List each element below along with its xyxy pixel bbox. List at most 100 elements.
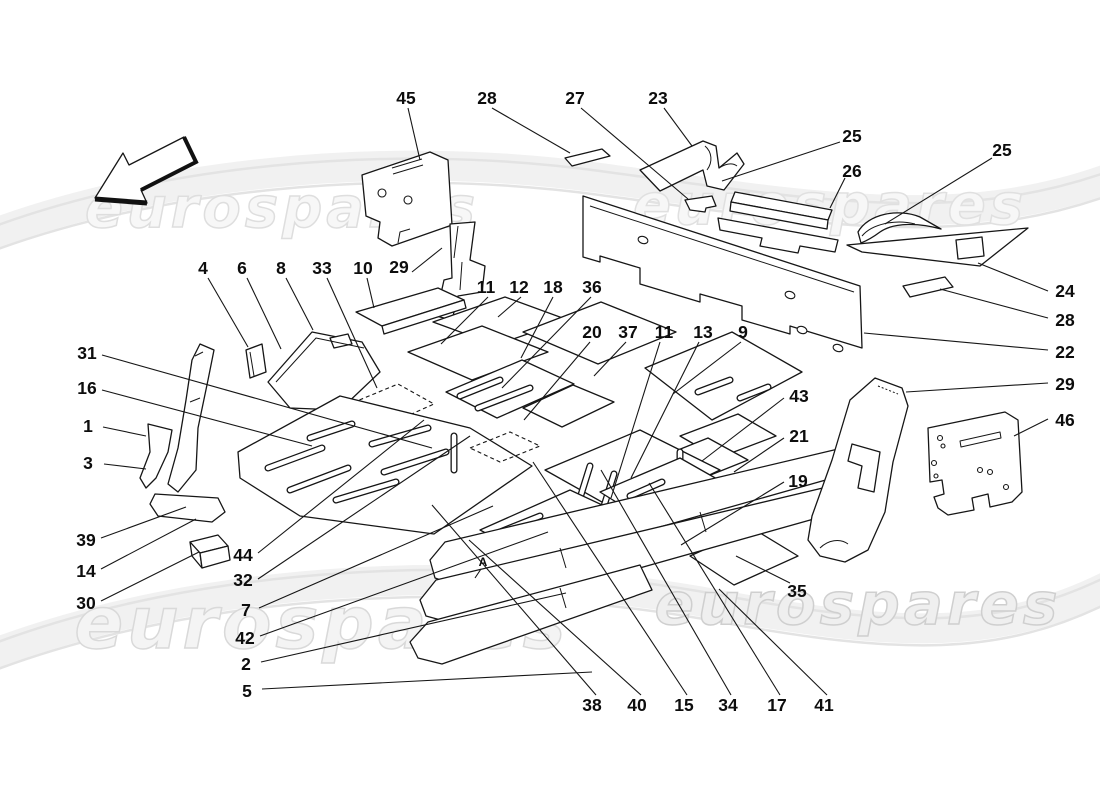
part-label-28: 28 [477,88,497,108]
watermark-text-3: eurospares [655,570,1062,638]
part-28-strip-right [902,276,954,298]
part-label-43: 43 [789,386,809,406]
part-label-2: 2 [241,654,251,674]
leader-line-14 [100,518,197,570]
part-10-strip [355,287,467,335]
part-label-21: 21 [789,426,809,446]
leader-line-8 [285,277,314,331]
part-9-panel [544,429,721,516]
part-label-3: 3 [83,453,93,473]
part-26-strip [729,191,833,230]
part-label-11: 11 [655,322,674,342]
part-label-7: 7 [241,600,251,620]
part-28-strip-top [564,148,611,167]
leader-line-39 [100,506,187,539]
leader-line-11 [440,296,489,345]
part-label-23: 23 [648,88,668,108]
leader-line-46 [1013,418,1049,437]
part-label-37: 37 [618,322,637,342]
leader-line-25 [721,141,841,182]
watermark-swoosh-bottom [0,564,1100,670]
leader-line-2 [260,592,567,663]
leader-line-35 [735,555,791,584]
leader-line-34 [600,469,732,696]
part-label-35: 35 [787,581,807,601]
leader-line-27 [580,107,689,200]
leader-line-24 [977,262,1049,292]
part-label-5: 5 [242,681,252,701]
marker-a-text: A [479,555,488,569]
leader-line-40 [468,539,642,696]
view-marker-a: A [474,555,488,579]
part-label-17: 17 [767,695,786,715]
leader-line-31 [101,354,433,449]
part-label-25: 25 [992,140,1012,160]
part-label-42: 42 [235,628,255,648]
part-label-14: 14 [76,561,96,581]
part-label-22: 22 [1055,342,1075,362]
part-label-4: 4 [198,258,208,278]
leader-line-12 [497,296,522,318]
leader-line-4 [207,277,249,348]
leader-line-29 [905,382,1049,393]
part-label-36: 36 [582,277,602,297]
part-label-29: 29 [389,257,409,277]
leader-line-23 [663,107,693,147]
part-20-panel [522,384,615,428]
pillar-trim-group [139,343,226,523]
part-11-panel [407,325,549,381]
wedge-block [189,534,231,569]
leader-line-25 [884,157,993,225]
leader-line-11 [610,341,661,499]
part-label-1: 1 [83,416,93,436]
part-label-32: 32 [233,570,253,590]
part-label-12: 12 [509,277,529,297]
leader-line-15 [532,461,688,696]
part-label-46: 46 [1055,410,1075,430]
part-label-40: 40 [627,695,647,715]
leader-line-10 [366,277,375,309]
leader-line-30 [100,551,200,602]
leader-line-38 [431,504,597,696]
leader-line-6 [246,277,282,350]
leader-line-1 [102,426,147,437]
hidden-panel-dashed [468,431,542,463]
part-label-10: 10 [353,258,373,278]
leader-line-18 [520,296,554,359]
part-37-panel [522,301,677,365]
part-label-31: 31 [77,343,97,363]
part-25-curl-right [857,212,942,244]
sill-board-lower [409,564,653,665]
part-label-25: 25 [842,126,862,146]
part-label-8: 8 [276,258,286,278]
leader-line-37 [593,341,627,377]
part-label-28: 28 [1055,310,1075,330]
part-46-panel [927,411,1023,516]
leader-line-28 [939,288,1049,319]
part-label-26: 26 [842,161,862,181]
part-label-16: 16 [77,378,97,398]
leader-line-19 [680,481,785,546]
direction-arrow [94,136,199,206]
part-4-block [245,343,267,379]
part-label-19: 19 [788,471,808,491]
part-22-bulkhead-panel [582,195,863,353]
sill-panels-group [409,444,869,665]
part-label-38: 38 [582,695,602,715]
leader-line-45 [407,107,421,161]
part-label-13: 13 [693,322,713,342]
part-label-20: 20 [582,322,602,342]
part-label-30: 30 [76,593,96,613]
leader-line-29 [411,247,443,273]
leader-line-3 [103,463,147,470]
leader-line-32 [257,435,471,580]
part-45-panel [361,151,453,247]
leader-line-44 [257,419,425,554]
leader-line-7 [258,505,494,609]
leader-lines [100,107,1049,696]
part-23-curl-panel [639,140,745,192]
leader-line-22 [863,332,1049,351]
